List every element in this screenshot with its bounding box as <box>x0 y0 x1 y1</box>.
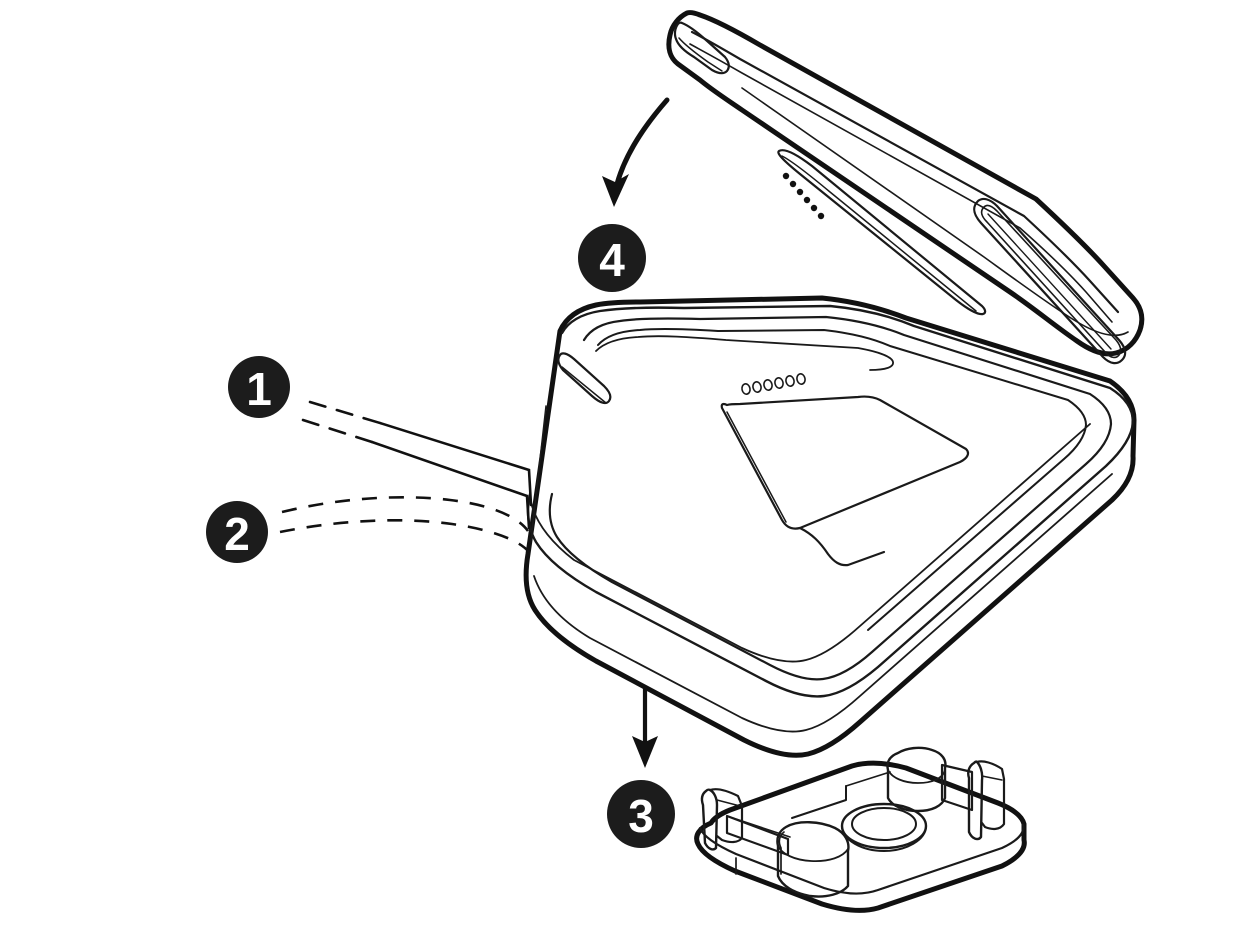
callout-label-4: 4 <box>599 234 625 286</box>
part-cable-solid <box>301 400 533 530</box>
lid-vent-dot-4 <box>803 196 811 204</box>
part-lid <box>666 10 1145 365</box>
bracket-post <box>886 746 947 813</box>
callout-badge-1[interactable]: 1 <box>228 356 290 418</box>
lid-groove-outer <box>973 197 1127 365</box>
body-corner-slot <box>557 352 612 405</box>
body-hole-1 <box>741 383 751 395</box>
lid-edge-thickness-line <box>741 87 1129 337</box>
body-inner-pad <box>720 395 970 530</box>
body-hole-3 <box>763 379 773 391</box>
lid-vent-dots <box>782 172 825 220</box>
lid-corner-slot-inner-line <box>678 37 723 72</box>
callout-circle-2[interactable] <box>206 501 268 563</box>
bracket-ring-inner <box>851 807 917 841</box>
body-rim-inner <box>548 315 1113 681</box>
cable-solid-lower-dash <box>301 418 374 444</box>
body-left-wall-line <box>530 405 547 541</box>
bracket-right-fin-inner-line <box>981 775 1003 781</box>
callout-label-1: 1 <box>246 363 272 415</box>
callout-badge-2[interactable]: 2 <box>206 501 268 563</box>
body-inner-pad-edge-line <box>726 411 787 523</box>
callout-circle-4[interactable] <box>578 224 646 292</box>
lid-vent-dot-6 <box>817 212 825 220</box>
callout-badge-3[interactable]: 3 <box>607 780 675 848</box>
lid-vent-dot-3 <box>796 188 804 196</box>
lid-vent-dot-2 <box>789 180 797 188</box>
callout-circle-1[interactable] <box>228 356 290 418</box>
body-corner-slot-inner-line <box>561 366 607 404</box>
bracket-cylinder-recess-inner <box>778 831 785 875</box>
callout-badges: 1 2 3 4 <box>206 224 675 848</box>
curved-down-arrow-head <box>602 174 629 207</box>
bracket-inner-step-top <box>845 771 891 787</box>
lid-inset-panel-inner-line <box>781 155 977 312</box>
callout-circle-3[interactable] <box>607 780 675 848</box>
lid-groove-center-line <box>987 213 1112 350</box>
straight-down-arrow-head <box>632 736 658 768</box>
bracket-ring-wall <box>841 825 927 852</box>
body-hole-row <box>741 373 806 395</box>
lid-corner-slot <box>673 21 730 75</box>
bracket-cylinder-recess <box>776 821 850 898</box>
bracket-plate-top-edge <box>698 823 1025 895</box>
body-rim-outer <box>526 304 1135 698</box>
lid-inset-panel <box>777 149 987 316</box>
part-body <box>523 295 1137 758</box>
body-hole-2 <box>752 381 762 393</box>
body-hole-4 <box>774 377 784 389</box>
bracket-left-fin-inner-line <box>716 799 741 807</box>
lid-top-bevel-line-2 <box>689 43 1113 323</box>
body-rim-highlight <box>595 335 894 371</box>
body-outer-outline <box>523 295 1137 758</box>
body-base-seam <box>533 473 1113 733</box>
cable-solid-upper-dash <box>308 400 382 425</box>
body-hole-5 <box>785 375 795 387</box>
bracket-inner-step <box>791 785 847 819</box>
part-mounting-bracket <box>694 746 1027 913</box>
bracket-back-wall <box>940 763 974 812</box>
cable-solid-lower <box>370 440 531 530</box>
callout-label-3: 3 <box>628 790 654 842</box>
curved-down-arrow <box>614 97 670 187</box>
lid-groove-inner <box>980 204 1122 359</box>
bracket-cylinder-opening <box>777 845 849 862</box>
lid-vent-dot-5 <box>810 204 818 212</box>
body-front-wall-seam <box>529 423 1091 663</box>
callout-badge-4[interactable]: 4 <box>578 224 646 292</box>
bracket-left-fin-tab <box>700 788 719 851</box>
body-hole-6 <box>796 373 806 385</box>
arrow-bracket-group <box>632 686 658 768</box>
callout-label-2: 2 <box>224 508 250 560</box>
body-front-notch <box>798 526 886 567</box>
arrow-lid-group <box>602 97 670 207</box>
lid-vent-dot-1 <box>782 172 790 180</box>
bracket-right-fin-face <box>975 760 1006 831</box>
cable-solid-upper <box>378 421 533 507</box>
